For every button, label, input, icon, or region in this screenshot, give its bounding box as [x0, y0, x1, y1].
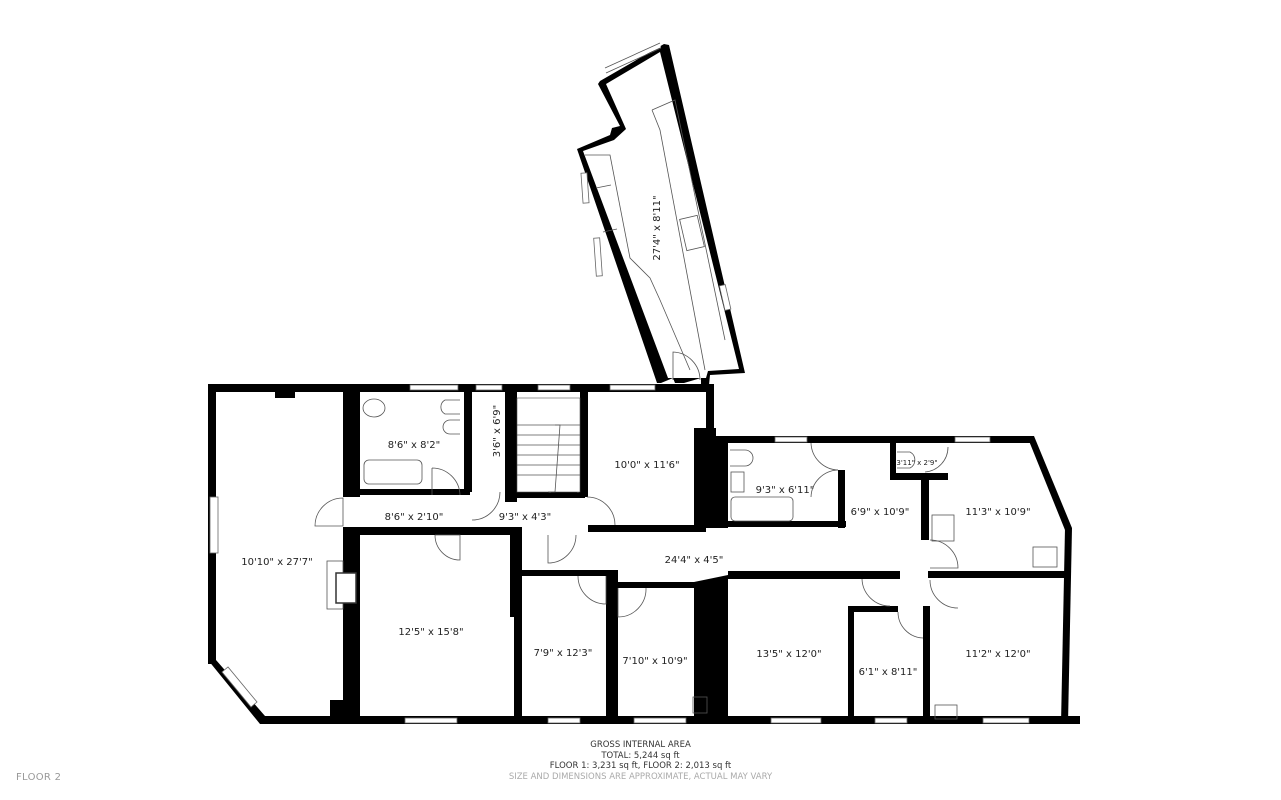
- area-floors: FLOOR 1: 3,231 sq ft, FLOOR 2: 2,013 sq …: [549, 761, 732, 771]
- main-walls: [208, 384, 1080, 724]
- room-label-kitchen: 27'4" x 8'11": [652, 195, 663, 260]
- room-label-hall1: 8'6" x 2'10": [385, 512, 444, 523]
- room-label-bedroom-7x10: 7'10" x 10'9": [622, 656, 687, 667]
- room-label-bath1: 8'6" x 8'2": [388, 440, 440, 451]
- room-label-bedroom-11x12: 11'2" x 12'0": [965, 649, 1030, 660]
- room-label-bedroom-ne: 11'3" x 10'9": [965, 507, 1030, 518]
- area-title: GROSS INTERNAL AREA: [590, 740, 691, 750]
- room-label-bedroom-7x12: 7'9" x 12'3": [534, 648, 593, 659]
- room-label-room-6x8: 6'1" x 8'11": [859, 667, 918, 678]
- area-summary: GROSS INTERNAL AREA TOTAL: 5,244 sq ft F…: [0, 740, 1281, 782]
- windows: [209, 384, 1030, 724]
- room-label-bedroom-12x15: 12'5" x 15'8": [398, 627, 463, 638]
- room-label-bedroom-13x12: 13'5" x 12'0": [756, 649, 821, 660]
- room-label-corridor: 24'4" x 4'5": [665, 555, 724, 566]
- room-label-hall3: 6'9" x 10'9": [851, 507, 910, 518]
- room-labels: 10'10" x 27'7" 8'6" x 8'2" 3'6" x 6'9" 8…: [241, 405, 1030, 678]
- area-disclaimer: SIZE AND DIMENSIONS ARE APPROXIMATE, ACT…: [508, 771, 773, 782]
- room-label-living: 10'10" x 27'7": [241, 557, 313, 568]
- floor-label: FLOOR 2: [16, 772, 62, 783]
- room-label-room-10x11: 10'0" x 11'6": [614, 460, 679, 471]
- room-label-closet1: 3'6" x 6'9": [492, 405, 503, 457]
- room-label-bath2: 9'3" x 6'11": [756, 485, 815, 496]
- room-label-hall2: 9'3" x 4'3": [499, 512, 551, 523]
- kitchen-wing: 27'4" x 8'11": [577, 42, 745, 385]
- area-total: TOTAL: 5,244 sq ft: [601, 750, 680, 761]
- doors-fixtures: [314, 397, 1058, 720]
- room-label-wc: 3'11" x 2'9": [896, 459, 937, 467]
